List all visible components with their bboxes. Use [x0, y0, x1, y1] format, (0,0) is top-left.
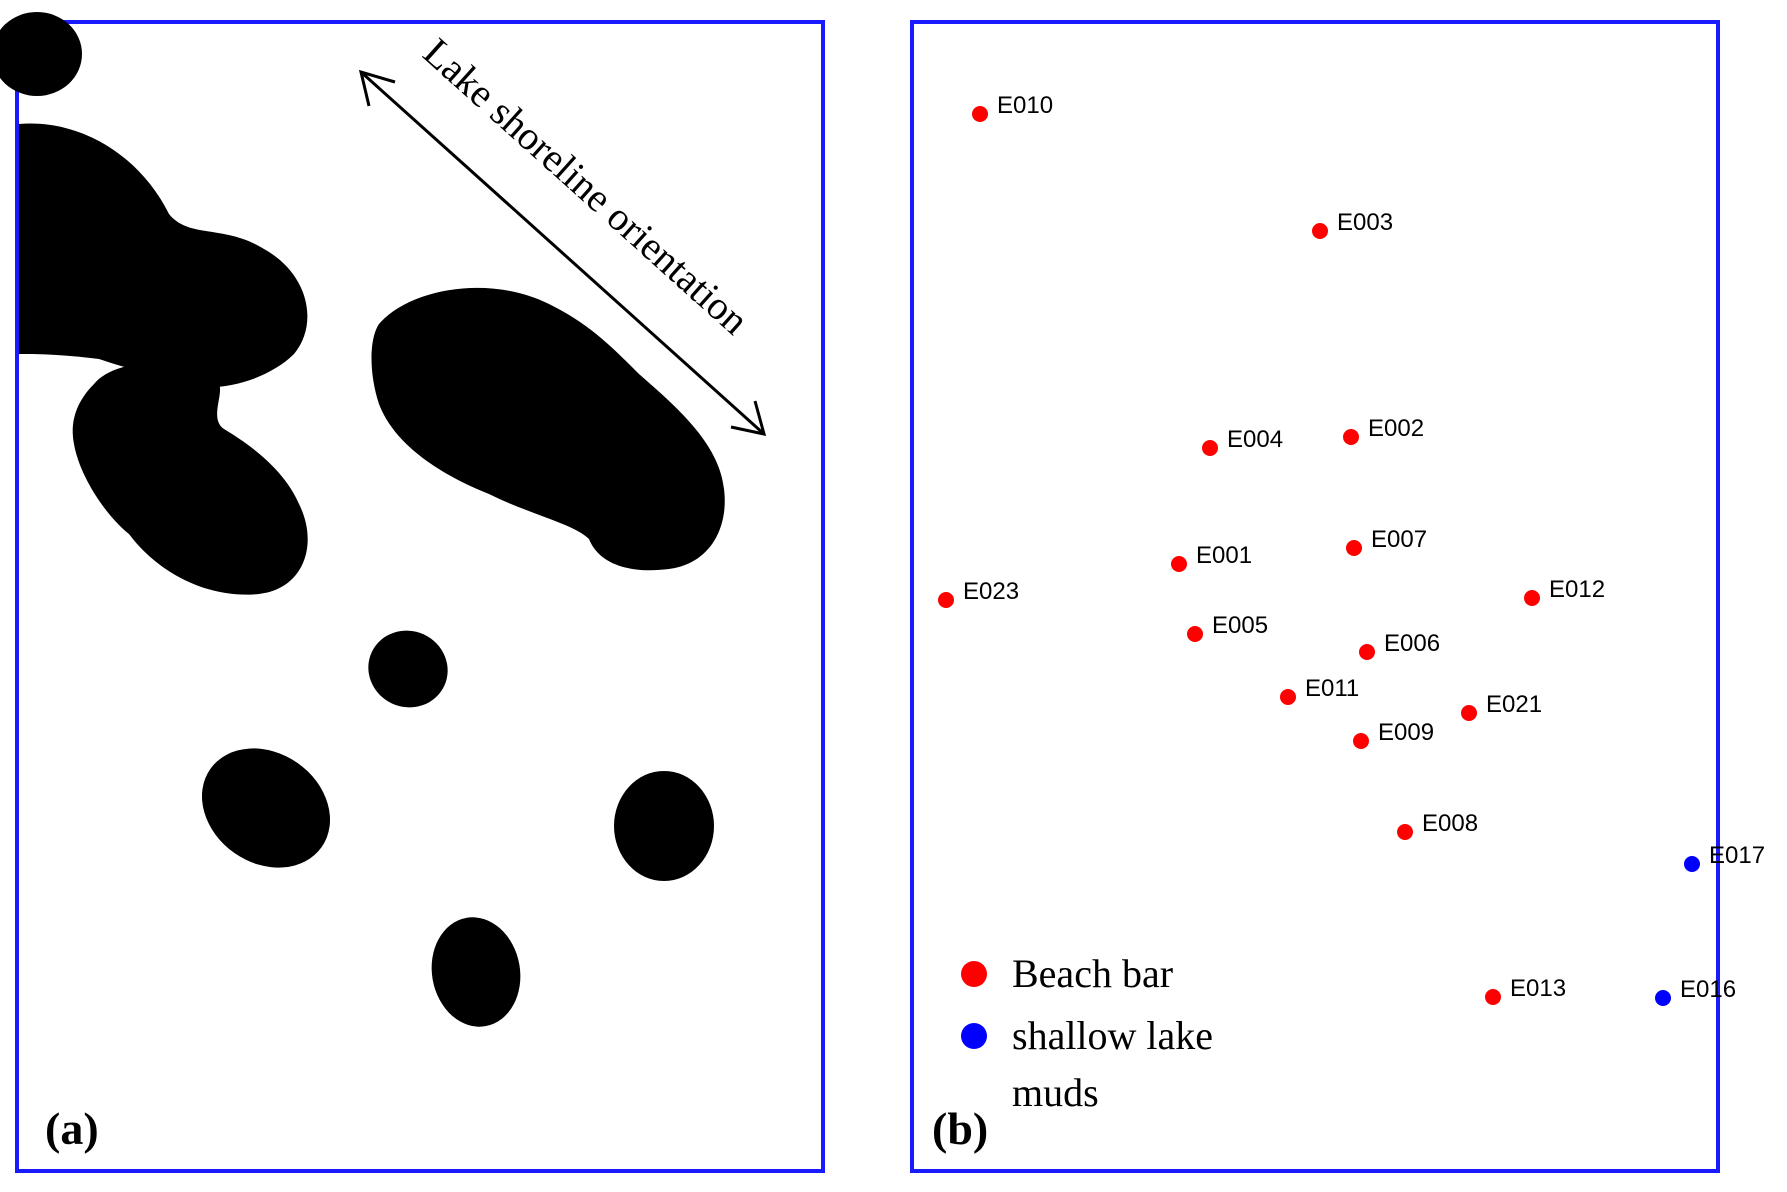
sand-body	[614, 771, 714, 881]
legend-label-shallow-lake: shallow lake	[1012, 1013, 1213, 1058]
well-dot	[1684, 856, 1700, 872]
well-dot	[1485, 989, 1501, 1005]
shoreline-orientation-arrow	[358, 69, 767, 436]
well-label: E008	[1422, 810, 1478, 837]
well-marker: E011	[1280, 675, 1359, 705]
well-dot	[1397, 824, 1413, 840]
well-marker: E013	[1485, 975, 1566, 1005]
well-label: E010	[997, 92, 1053, 119]
well-label: E006	[1384, 630, 1440, 657]
sand-body	[201, 748, 331, 868]
legend-marker-beach-bar	[961, 961, 987, 987]
legend-marker-shallow-lake-muds	[961, 1023, 987, 1049]
well-marker: E010	[972, 92, 1053, 122]
well-label: E023	[963, 578, 1019, 605]
well-marker: E002	[1343, 415, 1424, 445]
well-label: E021	[1486, 691, 1542, 718]
panel-a-canvas: Lake shoreline orientation (a)	[0, 12, 767, 1154]
well-marker: E006	[1359, 630, 1440, 660]
well-dot	[1359, 644, 1375, 660]
well-label: E012	[1549, 576, 1605, 603]
well-marker: E004	[1202, 426, 1283, 456]
legend: Beach bar shallow lake muds	[961, 951, 1213, 1115]
well-dot	[1171, 556, 1187, 572]
well-marker: E023	[938, 578, 1019, 608]
well-dot	[1343, 429, 1359, 445]
sand-body	[19, 123, 308, 388]
well-label: E005	[1212, 612, 1268, 639]
well-label: E001	[1196, 542, 1252, 569]
legend-label-muds: muds	[1012, 1070, 1099, 1115]
sand-body	[371, 287, 725, 571]
panel-b-label: (b)	[932, 1103, 988, 1154]
well-dot	[1187, 626, 1203, 642]
well-marker: E005	[1187, 612, 1268, 642]
well-dot	[1280, 689, 1296, 705]
well-label: E011	[1305, 675, 1359, 702]
well-label: E007	[1371, 526, 1427, 553]
well-marker: E007	[1346, 526, 1427, 556]
well-marker: E009	[1353, 719, 1434, 749]
well-marker: E003	[1312, 209, 1393, 239]
well-label: E017	[1709, 842, 1765, 869]
well-label: E013	[1510, 975, 1566, 1002]
well-marker: E021	[1461, 691, 1542, 721]
well-label: E009	[1378, 719, 1434, 746]
well-dot	[938, 592, 954, 608]
well-label: E003	[1337, 209, 1393, 236]
sand-body	[0, 12, 82, 96]
well-marker: E008	[1397, 810, 1478, 840]
well-marker: E001	[1171, 542, 1252, 572]
sand-body	[431, 917, 521, 1027]
sand-body	[72, 363, 308, 595]
panel-a-facies-map: Lake shoreline orientation (a)	[0, 12, 825, 1173]
panel-a-label: (a)	[45, 1103, 99, 1154]
legend-label-beach-bar: Beach bar	[1012, 951, 1173, 996]
well-marker: E012	[1524, 576, 1605, 606]
well-marker: E017	[1684, 842, 1765, 872]
well-dot	[1312, 223, 1328, 239]
well-dot	[1346, 540, 1362, 556]
well-label: E004	[1227, 426, 1283, 453]
well-label: E016	[1680, 976, 1736, 1003]
well-dot	[1353, 733, 1369, 749]
well-dot	[1202, 440, 1218, 456]
well-dot	[1461, 705, 1477, 721]
well-marker: E016	[1655, 976, 1736, 1006]
well-dot	[972, 106, 988, 122]
sand-body	[368, 630, 448, 708]
well-label: E002	[1368, 415, 1424, 442]
well-dot	[1524, 590, 1540, 606]
well-dot	[1655, 990, 1671, 1006]
